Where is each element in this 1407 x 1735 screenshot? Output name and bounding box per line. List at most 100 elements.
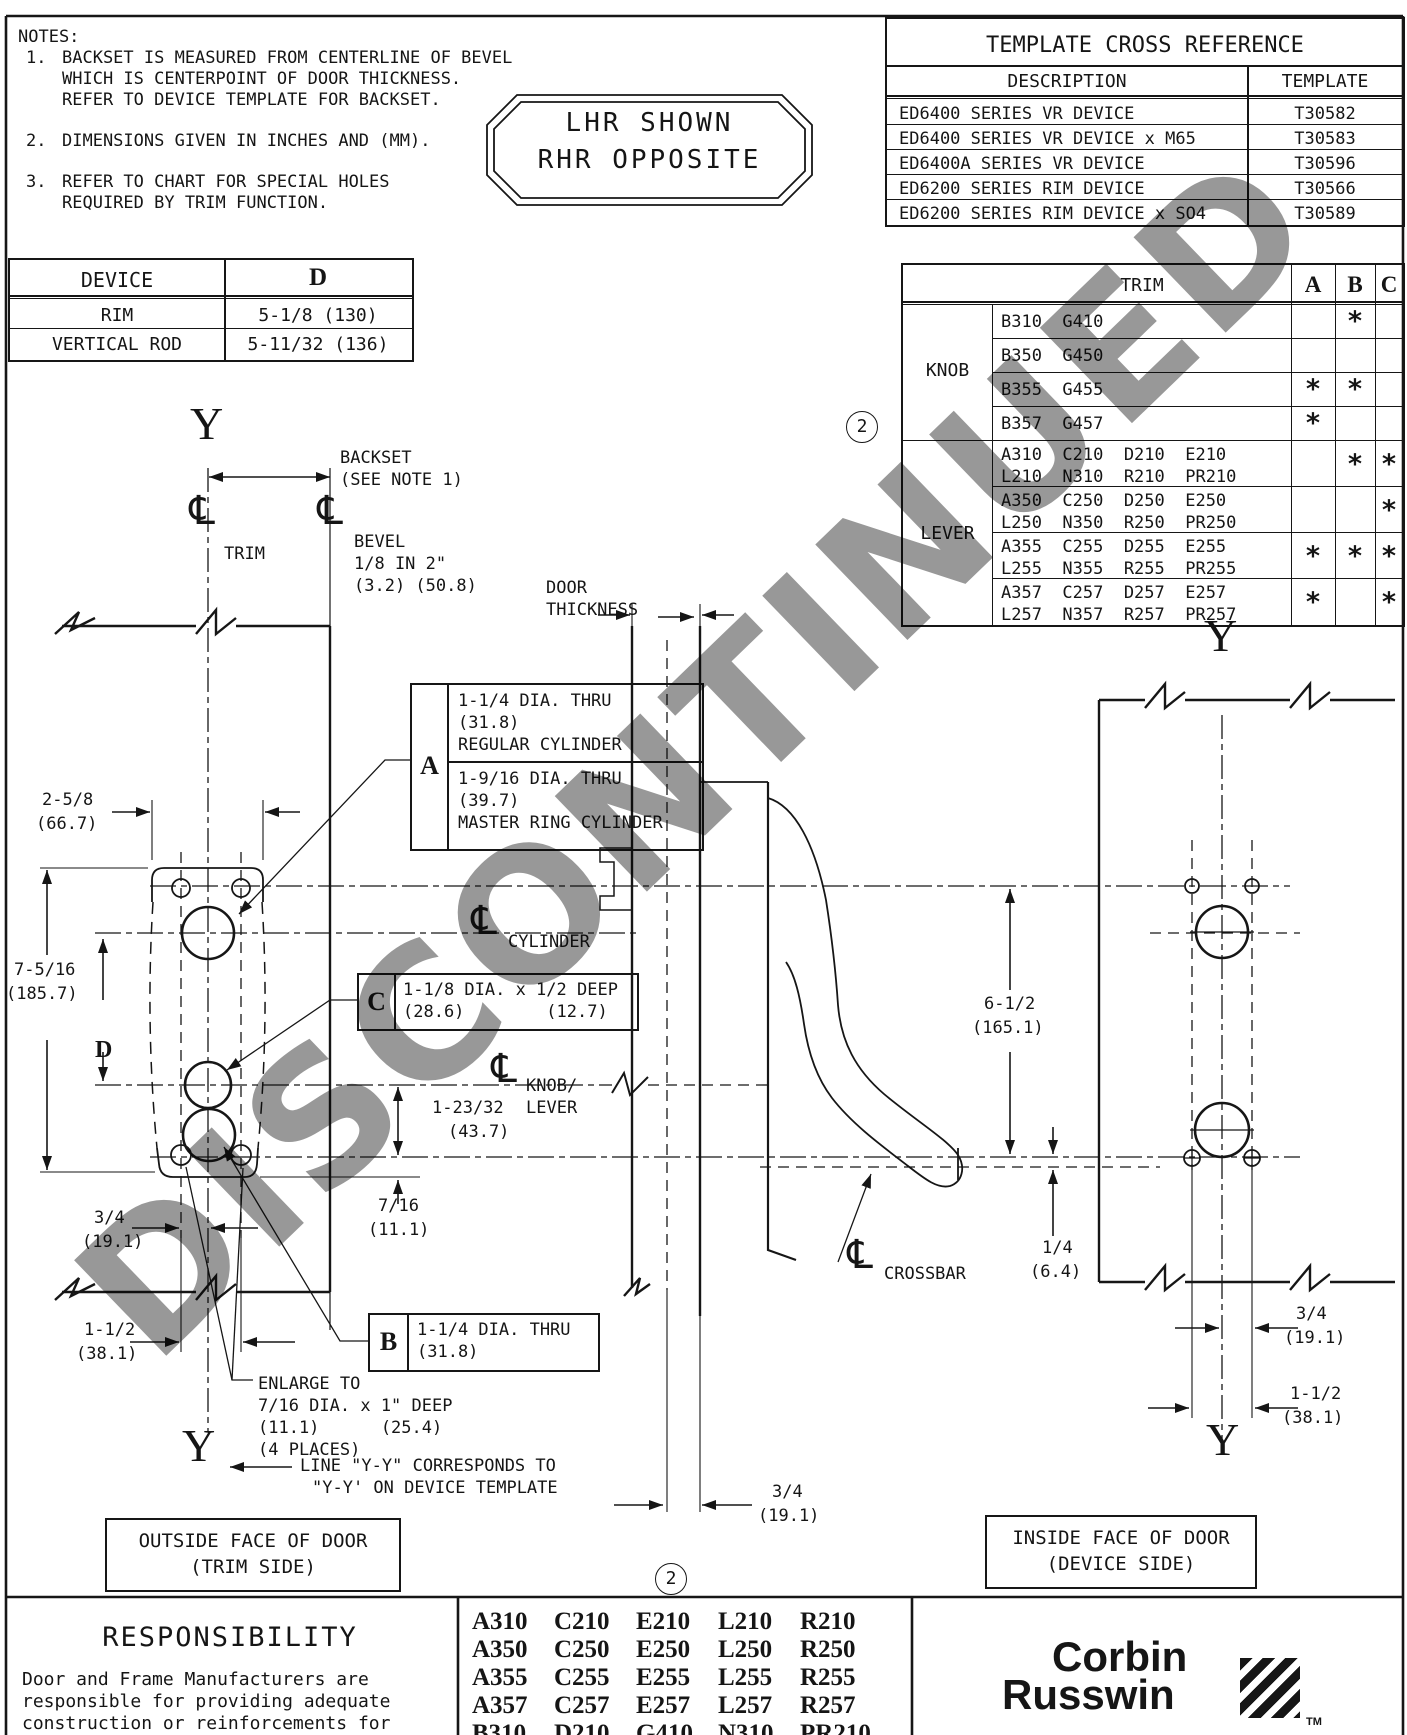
- note-1-line2: WHICH IS CENTERPOINT OF DOOR THICKNESS.: [62, 69, 462, 89]
- callout-b: B 1-1/4 DIA. THRU (31.8): [368, 1313, 600, 1372]
- handing-line2: RHR OPPOSITE: [537, 145, 762, 175]
- model: D210: [554, 1720, 610, 1735]
- callout-a1-line2: (31.8): [458, 713, 520, 733]
- cl-crossbar-label: CROSSBAR: [884, 1264, 966, 1284]
- trim-models-line1: A357 C257 D257 E257: [1001, 583, 1227, 603]
- cl-knob-label-2: LEVER: [526, 1098, 578, 1118]
- mark-c: *: [1380, 495, 1398, 526]
- row-template: T30589: [1294, 204, 1356, 224]
- callout-c-key: C: [367, 987, 386, 1016]
- centerline-icon: ℄: [184, 488, 220, 534]
- model: E210: [636, 1608, 691, 1635]
- middle-view: [598, 604, 964, 1512]
- bevel-label-3: (3.2) (50.8): [354, 576, 477, 596]
- mark-b: *: [1346, 541, 1364, 572]
- trim-models-line2: L210 N310 R210 PR210: [1001, 467, 1237, 487]
- dim-6-1-2-mm: (165.1): [972, 1018, 1044, 1038]
- trim-header: TRIM: [1120, 275, 1164, 296]
- model: C250: [554, 1636, 610, 1663]
- centerline-icon: ℄: [466, 898, 502, 944]
- cl-knob-label-1: KNOB/: [526, 1076, 578, 1096]
- left-view: [54, 468, 332, 1432]
- model: R255: [800, 1664, 856, 1691]
- trim-models-line2: L250 N350 R250 PR250: [1001, 513, 1237, 533]
- model: A355: [472, 1664, 528, 1691]
- row-template: T30582: [1294, 104, 1356, 124]
- dim-3-4-right-mm: (19.1): [1284, 1328, 1346, 1348]
- callout-a2-line3: MASTER RING CYLINDER: [458, 813, 663, 833]
- model: C255: [554, 1664, 610, 1691]
- model-row: A310 C210 E210 L210 R210: [472, 1608, 870, 1636]
- callout-c: C 1-1/8 DIA. x 1/2 DEEP (28.6) (12.7): [357, 973, 639, 1031]
- note-3-line1: REFER TO CHART FOR SPECIAL HOLES: [62, 172, 390, 192]
- model: A357: [472, 1692, 528, 1719]
- dim-7-5-16-mm: (185.7): [6, 984, 78, 1004]
- mark-a: *: [1304, 408, 1322, 439]
- brand-line1: Corbin: [1052, 1633, 1188, 1680]
- trim-col-b: B: [1347, 272, 1363, 297]
- callout-c-line1: 1-1/8 DIA. x 1/2 DEEP: [403, 980, 618, 1000]
- dim-3-4-right: 3/4: [1296, 1304, 1327, 1324]
- model: B310: [472, 1720, 527, 1735]
- model: C210: [554, 1608, 610, 1635]
- callout-a2-line2: (39.7): [458, 791, 520, 811]
- model-row: A355 C255 E255 L255 R255: [472, 1664, 870, 1692]
- row-description: ED6200 SERIES RIM DEVICE x SO4: [899, 204, 1207, 224]
- right-view: [1005, 680, 1395, 1445]
- model: L255: [718, 1664, 773, 1691]
- dimensions-left: [40, 472, 420, 1472]
- model: R210: [800, 1608, 856, 1635]
- cross-reference-col-description: DESCRIPTION: [1007, 71, 1127, 92]
- row-template: T30566: [1294, 179, 1356, 199]
- note-1-num: 1.: [26, 48, 47, 68]
- yy-note-2: "Y-Y' ON DEVICE TEMPLATE: [312, 1478, 558, 1498]
- note-2-line1: DIMENSIONS GIVEN IN INCHES AND (MM).: [62, 131, 431, 151]
- cl-cylinder-label: CYLINDER: [508, 932, 590, 952]
- knob-group-label: KNOB: [925, 360, 970, 381]
- outside-face-line1: OUTSIDE FACE OF DOOR: [138, 1530, 368, 1552]
- device-name: VERTICAL ROD: [51, 334, 183, 355]
- centerline-icon: ℄: [486, 1046, 522, 1092]
- mark-a: *: [1304, 541, 1322, 572]
- enlarge-note-1: ENLARGE TO: [258, 1374, 361, 1394]
- device-name: RIM: [100, 305, 134, 326]
- brand-tm: TM: [1306, 1716, 1322, 1728]
- responsibility-line1: Door and Frame Manufacturers are: [22, 1669, 369, 1690]
- cross-reference-table: TEMPLATE CROSS REFERENCE DESCRIPTION TEM…: [885, 17, 1405, 227]
- leader-lines: [185, 759, 872, 1381]
- callout-a2-line1: 1-9/16 DIA. THRU: [458, 769, 622, 789]
- dim-6-1-2: 6-1/2: [984, 994, 1036, 1014]
- backset-note: (SEE NOTE 1): [340, 470, 463, 490]
- row-description: ED6200 SERIES RIM DEVICE: [899, 179, 1145, 199]
- y-marker-top-left: Y: [190, 398, 224, 449]
- trim-table: TRIM A B C KNOB LEVER B310 G410 * B350 G…: [901, 263, 1405, 627]
- model: A310: [472, 1608, 528, 1635]
- outside-face-box: OUTSIDE FACE OF DOOR (TRIM SIDE): [105, 1518, 401, 1592]
- dim-2-5-8: 2-5/8: [42, 790, 94, 810]
- mark-b: *: [1346, 374, 1364, 405]
- mark-a: *: [1304, 587, 1322, 618]
- dim-3-4-mid-mm: (19.1): [758, 1506, 820, 1526]
- trim-models-line1: A310 C210 D210 E210: [1001, 445, 1227, 465]
- trim-models: B310 G410: [1001, 312, 1104, 332]
- y-marker-bottom-right: Y: [1206, 1414, 1240, 1465]
- inside-face-box: INSIDE FACE OF DOOR (DEVICE SIDE): [985, 1515, 1257, 1589]
- dim-1-1-2-left-mm: (38.1): [76, 1344, 138, 1364]
- trim-models: B357 G457: [1001, 414, 1104, 434]
- model: PR210: [800, 1720, 871, 1735]
- responsibility-line2: responsible for providing adequate: [22, 1691, 391, 1712]
- callout-c-line2: (28.6) (12.7): [403, 1002, 608, 1022]
- centerline-icon: ℄: [312, 488, 348, 534]
- model: E255: [636, 1664, 691, 1691]
- row-template: T30583: [1294, 129, 1356, 149]
- model: L210: [718, 1608, 773, 1635]
- centerlines: [95, 885, 1300, 1168]
- row-description: ED6400 SERIES VR DEVICE x M65: [899, 129, 1196, 149]
- row-template: T30596: [1294, 154, 1356, 174]
- inside-face-line2: (DEVICE SIDE): [1046, 1553, 1196, 1575]
